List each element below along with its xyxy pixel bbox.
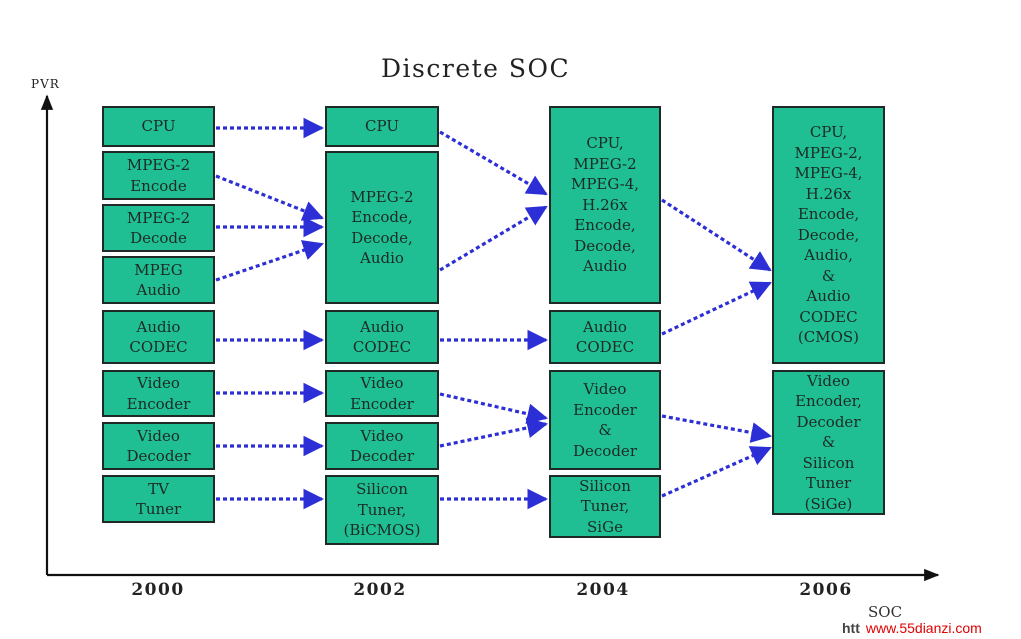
arrow-mpeg2-encode-to-2002 [215,174,324,221]
box-2002-cpu: CPU [325,106,439,147]
box-2006-video-silicon-tuner: Video Encoder, Decoder & Silicon Tuner (… [772,370,885,515]
watermark: htt www.55dianzi.com [840,617,1021,639]
y-axis-label: PVR [31,77,60,91]
box-2000-mpeg-audio: MPEG Audio [102,256,215,304]
arrow-cpu-2002-to-2004 [439,130,548,196]
arrow-video-encoder-2002-to-2004 [439,392,549,425]
box-2002-audio-codec: Audio CODEC [325,310,439,364]
box-2004-audio-codec: Audio CODEC [549,310,661,364]
year-label-2006: 2006 [799,580,853,600]
box-2000-audio-codec: Audio CODEC [102,310,215,364]
box-2002-mpeg2-encode-decode-audio: MPEG-2 Encode, Decode, Audio [325,151,439,304]
box-2000-tv-tuner: TV Tuner [102,475,215,523]
diagram-title: Discrete SOC [381,54,571,83]
box-2000-video-decoder: Video Decoder [102,422,215,470]
arrow-audio-codec-2004-to-2006 [661,281,772,336]
arrow-video-2004-to-2006 [661,414,773,443]
box-2000-video-encoder: Video Encoder [102,370,215,417]
watermark-prefix: htt [842,620,860,636]
year-label-2000: 2000 [131,580,185,600]
box-2006-cpu-mpeg-audio-codec: CPU, MPEG-2, MPEG-4, H.26x Encode, Decod… [772,106,885,364]
arrow-mpeg-audio-to-2002 [215,240,324,282]
year-label-2004: 2004 [576,580,630,600]
watermark-url: www.55dianzi.com [865,620,982,636]
arrow-cpu-mpeg-2004-to-2006 [661,198,772,272]
arrow-video-decoder-2002-to-2004 [439,417,549,448]
box-2002-video-decoder: Video Decoder [325,422,439,470]
box-2000-mpeg2-decode: MPEG-2 Decode [102,204,215,252]
year-label-2002: 2002 [353,580,407,600]
arrow-tuner-2004-to-2006 [661,446,772,498]
box-2004-cpu-mpeg: CPU, MPEG-2 MPEG-4, H.26x Encode, Decode… [549,106,661,304]
box-2000-cpu: CPU [102,106,215,147]
box-2000-mpeg2-encode: MPEG-2 Encode [102,151,215,200]
box-2004-silicon-tuner: Silicon Tuner, SiGe [549,475,661,538]
x-axis-label: SOC [868,603,903,621]
box-2002-video-encoder: Video Encoder [325,370,439,417]
box-2002-silicon-tuner: Silicon Tuner, (BiCMOS) [325,475,439,545]
box-2004-video-encoder-decoder: Video Encoder & Decoder [549,370,661,470]
arrow-mpeg2-2002-to-2004 [439,205,548,272]
